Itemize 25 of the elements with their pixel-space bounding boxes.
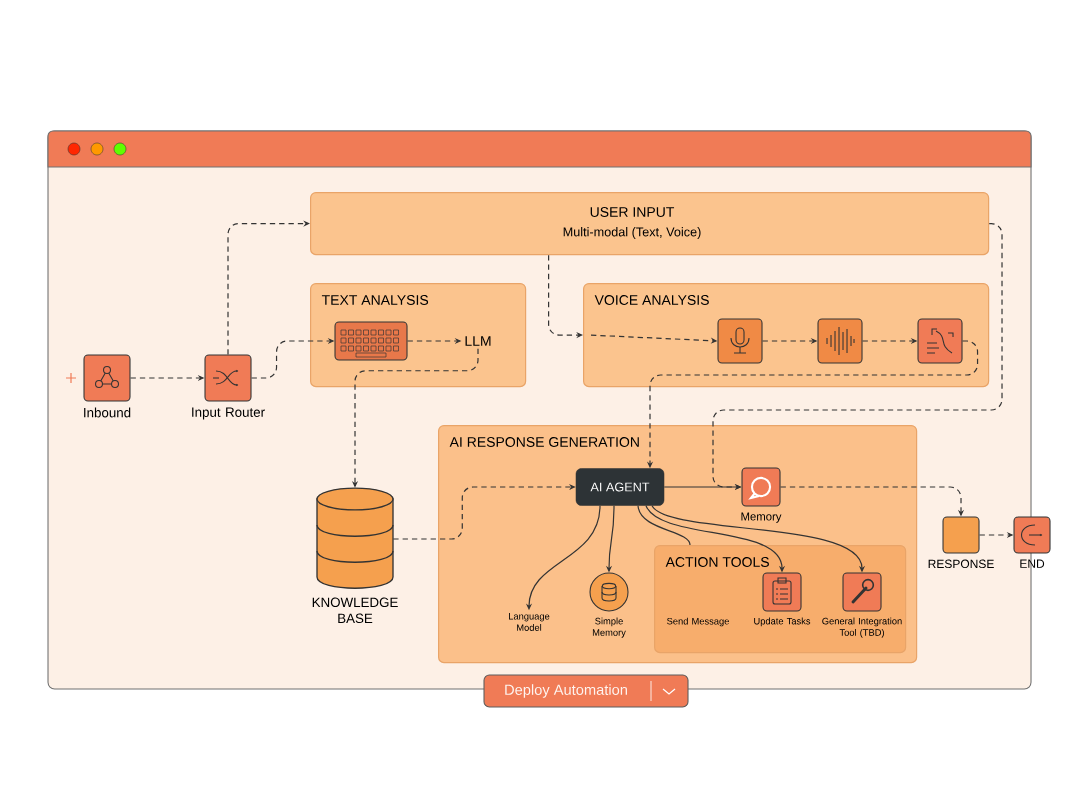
node-label: Language Model (509, 613, 550, 631)
node-label: LLM (465, 336, 491, 346)
node-label: Update Tasks (754, 617, 811, 627)
keyboard-icon (334, 321, 408, 361)
node-label: Inbound (84, 407, 131, 418)
panel-title: AI RESPONSE GENERATION (449, 437, 639, 447)
node-label: END (1020, 559, 1045, 568)
waveform-icon-tile (817, 318, 863, 364)
transcript-icon-tile (917, 318, 963, 364)
node-label: Memory (741, 512, 782, 523)
node-label: KNOWLEDGE BASE (312, 597, 398, 624)
node-label: Input Router (192, 407, 265, 420)
microphone-icon-tile (717, 318, 763, 364)
node-label: Send Message (667, 617, 729, 627)
arrow (227, 220, 310, 356)
panel-title: VOICE ANALYSIS (594, 295, 709, 305)
node-label: RESPONSE (928, 559, 994, 569)
agent-box: AI AGENT (575, 468, 665, 506)
panel-title: USER INPUT (590, 207, 675, 217)
panel-subtitle: Multi-modal (Text, Voice) (563, 227, 701, 239)
node-label: Simple Memory (592, 617, 626, 638)
node-label: General Integration Tool (TBD) (822, 617, 902, 638)
panel-title: ACTION TOOLS (665, 557, 769, 567)
panel-title: TEXT ANALYSIS (321, 295, 429, 305)
deploy-button: Deploy Automation (483, 674, 689, 708)
